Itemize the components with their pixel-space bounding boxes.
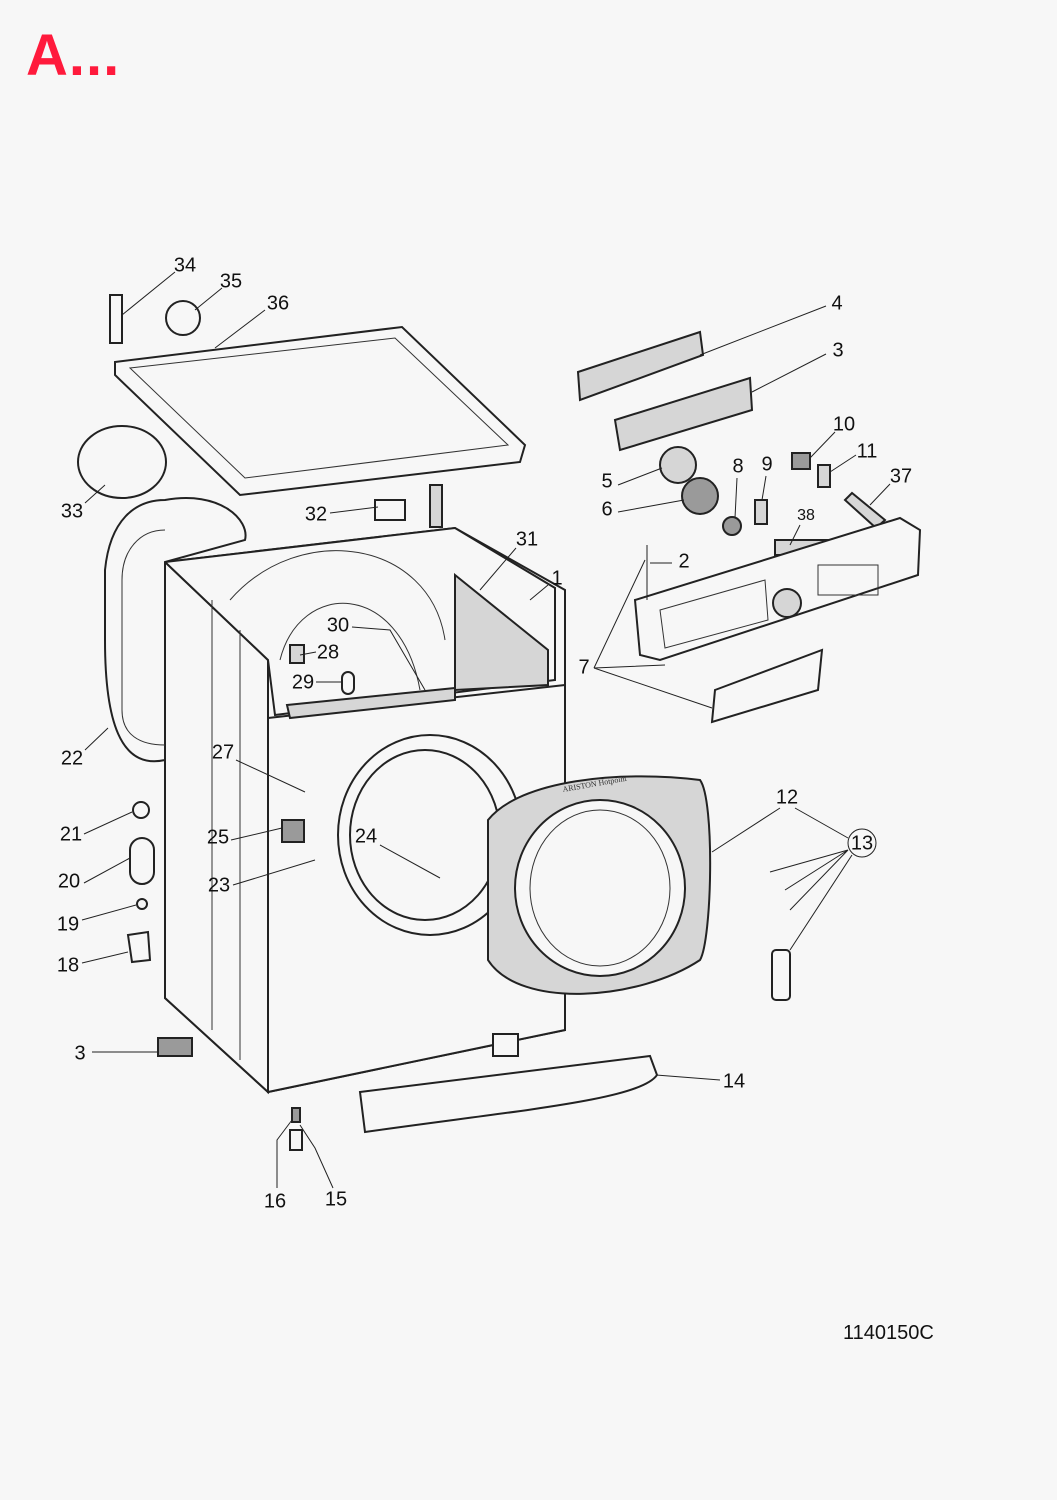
part-32 xyxy=(374,499,406,521)
label-11: 11 xyxy=(857,440,878,462)
part-11 xyxy=(817,464,831,488)
part-13 xyxy=(771,949,791,1001)
label-36: 36 xyxy=(267,292,289,314)
label-6: 6 xyxy=(601,498,612,520)
label-33: 33 xyxy=(61,500,83,522)
label-21: 21 xyxy=(60,823,82,845)
part-16 xyxy=(291,1107,301,1123)
label-28: 28 xyxy=(317,641,339,663)
label-31: 31 xyxy=(516,528,538,550)
label-32: 32 xyxy=(305,503,327,525)
label-10: 10 xyxy=(833,413,855,435)
part-5 xyxy=(659,446,697,484)
label-8: 8 xyxy=(732,455,743,477)
drawing-code: 1140150C xyxy=(843,1322,934,1344)
label-1: 1 xyxy=(551,567,562,589)
label-19: 19 xyxy=(57,913,79,935)
label-22: 22 xyxy=(61,747,83,769)
label-7: 7 xyxy=(578,656,589,678)
part-20 xyxy=(129,837,155,885)
label-5: 5 xyxy=(601,470,612,492)
door: ARISTON Hotpoint xyxy=(487,774,712,995)
rear-gasket xyxy=(104,497,247,763)
top-lid xyxy=(114,325,527,497)
part-28 xyxy=(289,644,305,664)
label-13-circle xyxy=(847,828,877,858)
part-35 xyxy=(165,300,201,336)
part-34 xyxy=(109,294,123,344)
part-33 xyxy=(77,425,167,499)
label-38: 38 xyxy=(797,507,815,524)
part-18 xyxy=(126,930,152,964)
label-35: 35 xyxy=(220,270,242,292)
label-30: 30 xyxy=(327,614,349,636)
label-23: 23 xyxy=(208,874,230,896)
label-16: 16 xyxy=(264,1190,286,1212)
label-18: 18 xyxy=(57,954,79,976)
label-34: 34 xyxy=(174,254,196,276)
part-10 xyxy=(791,452,811,470)
part-37 xyxy=(843,491,887,530)
part-8 xyxy=(722,516,742,536)
label-20: 20 xyxy=(58,870,80,892)
label-37: 37 xyxy=(890,465,912,487)
detergent-drawer xyxy=(710,648,824,724)
part-spring xyxy=(429,484,443,528)
label-24: 24 xyxy=(355,825,377,847)
part-15 xyxy=(289,1129,303,1151)
label-3a: 3 xyxy=(832,339,843,361)
label-9: 9 xyxy=(761,453,772,475)
part-6 xyxy=(681,477,719,515)
cabinet xyxy=(162,526,566,1095)
label-27: 27 xyxy=(212,741,234,763)
page-title: A... xyxy=(26,23,121,88)
label-4: 4 xyxy=(831,292,842,314)
control-panel xyxy=(633,516,922,662)
leader-lines xyxy=(81,271,891,1189)
label-15: 15 xyxy=(325,1188,347,1210)
part-4-pcb xyxy=(576,330,705,402)
part-21 xyxy=(132,801,150,819)
plinth xyxy=(358,1054,659,1134)
part-9 xyxy=(754,499,768,525)
label-13: 13 xyxy=(851,832,873,854)
label-12: 12 xyxy=(776,786,798,808)
part-25 xyxy=(281,819,305,843)
part-3-foot xyxy=(157,1037,193,1057)
part-19 xyxy=(136,898,148,910)
label-3b: 3 xyxy=(74,1042,85,1064)
part-29 xyxy=(341,671,355,695)
label-29: 29 xyxy=(292,671,314,693)
label-14: 14 xyxy=(723,1070,745,1092)
label-25: 25 xyxy=(207,826,229,848)
part-3-pcb xyxy=(613,376,754,452)
label-2: 2 xyxy=(678,550,689,572)
